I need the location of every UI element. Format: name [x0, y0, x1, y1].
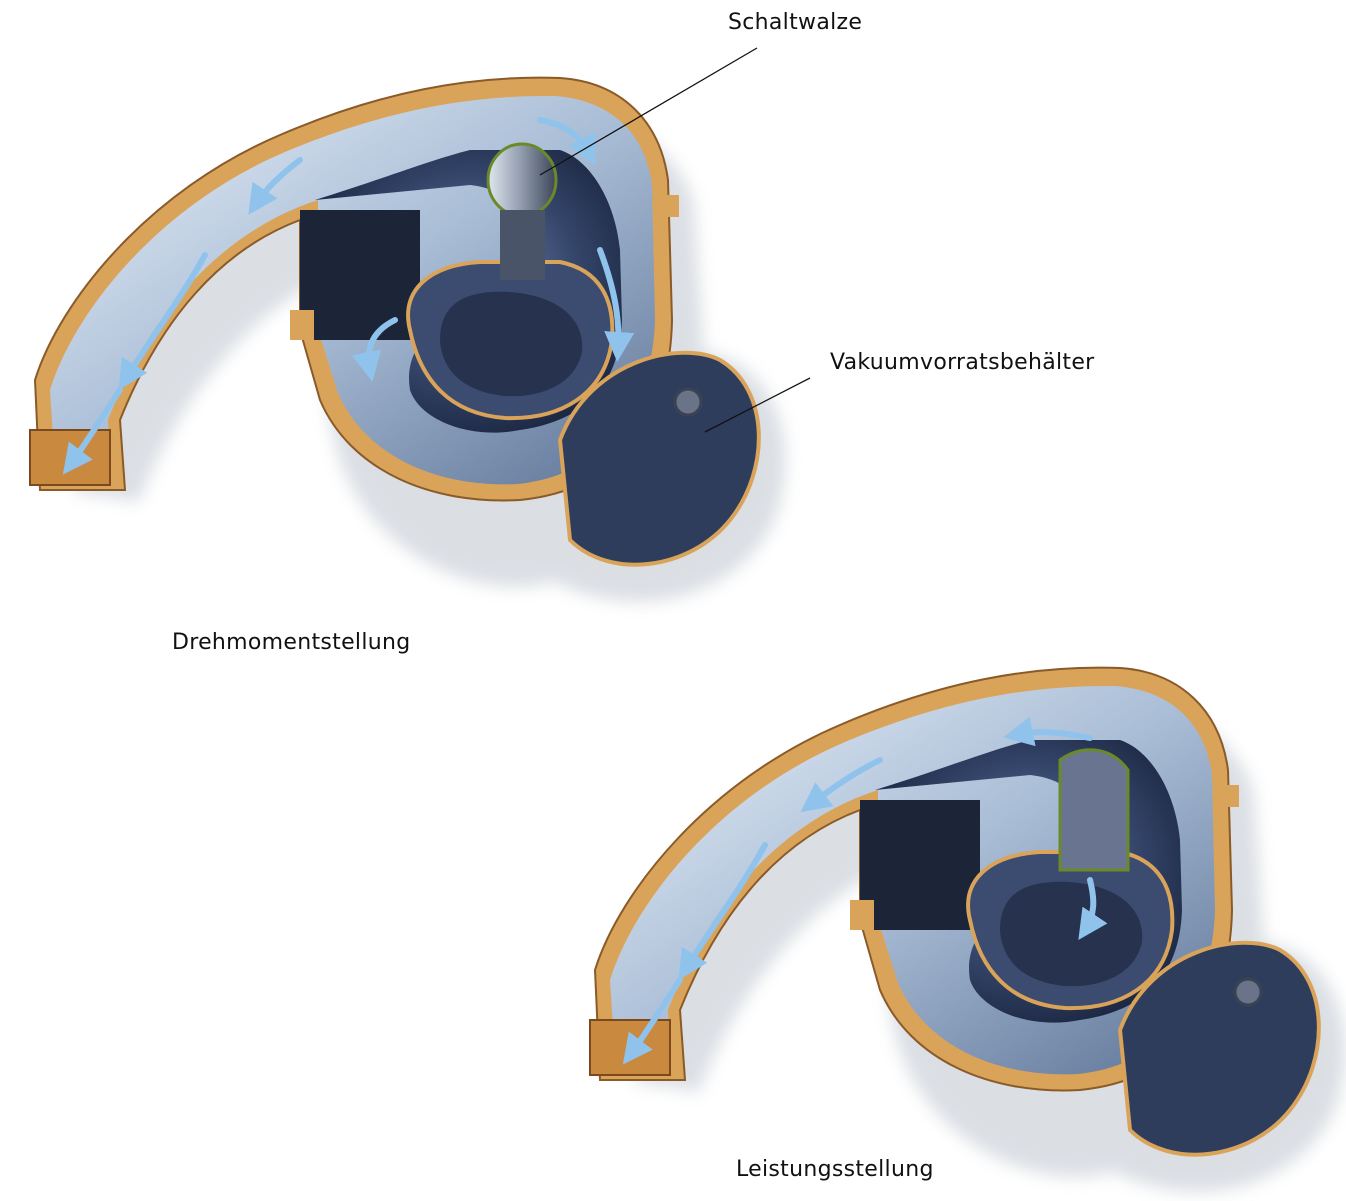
vakuumvorratsbehaelter-label: Vakuumvorratsbehälter [830, 350, 1095, 375]
schaltwalze-valve-open [1060, 750, 1128, 870]
drehmomentstellung-caption: Drehmomentstellung [172, 630, 411, 655]
manifold-power-position [590, 668, 1346, 1192]
leistungsstellung-caption: Leistungsstellung [736, 1157, 934, 1182]
manifold-torque-position [30, 78, 786, 602]
schaltwalze-label: Schaltwalze [728, 10, 862, 35]
